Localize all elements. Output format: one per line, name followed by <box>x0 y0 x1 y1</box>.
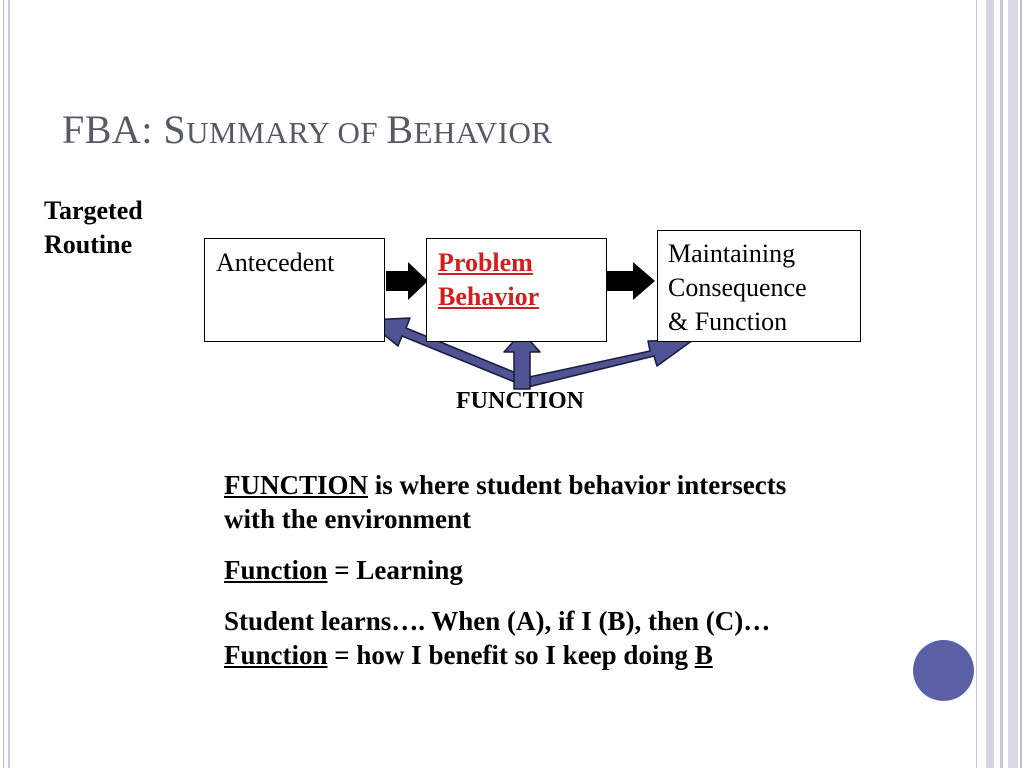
left-edge-decoration <box>0 0 12 768</box>
accent-dot <box>913 640 974 701</box>
arrow-behavior-to-consequence <box>607 262 655 300</box>
targeted-routine-label: Targeted Routine <box>44 196 143 259</box>
function-definition: FUNCTION is where student behavior inter… <box>224 470 787 534</box>
function-arrow-up <box>503 331 541 390</box>
slide-title: FBA: SUMMARY OF BEHAVIOR <box>62 107 553 152</box>
arrow-antecedent-to-behavior <box>386 262 428 300</box>
body-text: FUNCTION is where student behavior inter… <box>224 468 824 689</box>
student-learns-text: Student learns…. When (A), if I (B), the… <box>224 606 771 670</box>
antecedent-box: Antecedent <box>204 238 385 342</box>
function-arrow-right <box>519 339 694 389</box>
function-arrows <box>365 317 694 390</box>
function-equals-learning: Function = Learning <box>224 555 463 585</box>
function-arrow-left <box>365 317 527 386</box>
problem-behavior-box: Problem Behavior <box>426 238 607 342</box>
maintaining-consequence-box: Maintaining Consequence & Function <box>657 230 861 342</box>
right-edge-decoration <box>976 0 1024 768</box>
function-label: FUNCTION <box>456 388 585 414</box>
